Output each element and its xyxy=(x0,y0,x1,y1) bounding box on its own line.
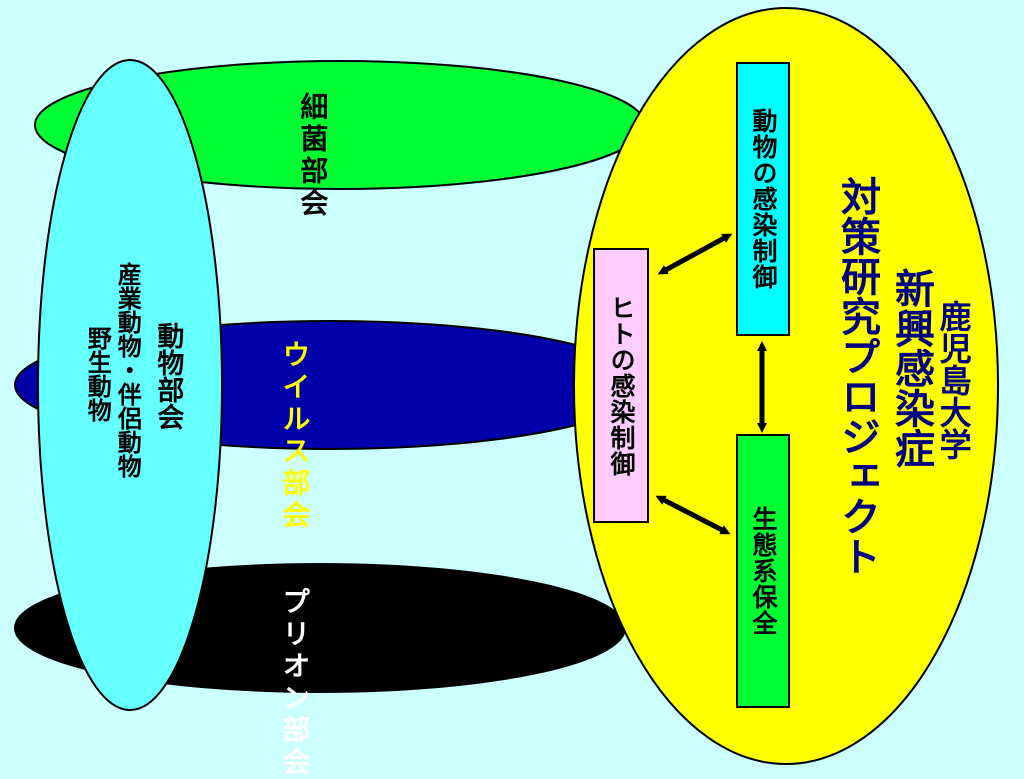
arrow-human-ecosystem xyxy=(655,495,731,535)
human-infection-control-box: ヒトの感染制御 xyxy=(593,248,649,523)
human-infection-control-label: ヒトの感染制御 xyxy=(607,294,636,477)
ecosystem-conservation-label: 生態系保全 xyxy=(749,506,778,636)
animal-section-wildlife: 野生動物 xyxy=(83,326,112,422)
project-title-line2: 対策研究プロジェクト xyxy=(834,176,880,576)
animal-infection-control-label: 動物の感染制御 xyxy=(749,108,778,290)
animal-section-ellipse xyxy=(37,59,223,711)
animal-infection-control-box: 動物の感染制御 xyxy=(736,62,790,336)
ecosystem-conservation-box: 生態系保全 xyxy=(736,434,790,708)
prion-section-label: プリオン部会 xyxy=(278,587,312,779)
animal-section-subtitle: 産業動物・伴侶動物 xyxy=(113,262,142,478)
project-university: 鹿児島大学 xyxy=(934,300,973,460)
animal-section-title: 動物部会 xyxy=(152,322,184,430)
bacteria-section-label: 細菌部会 xyxy=(296,92,330,220)
project-title-line1: 新興感染症 xyxy=(888,268,934,468)
arrow-animal-human xyxy=(657,233,733,275)
virus-section-label: ウイルス部会 xyxy=(278,340,312,532)
project-ellipse xyxy=(573,7,999,765)
